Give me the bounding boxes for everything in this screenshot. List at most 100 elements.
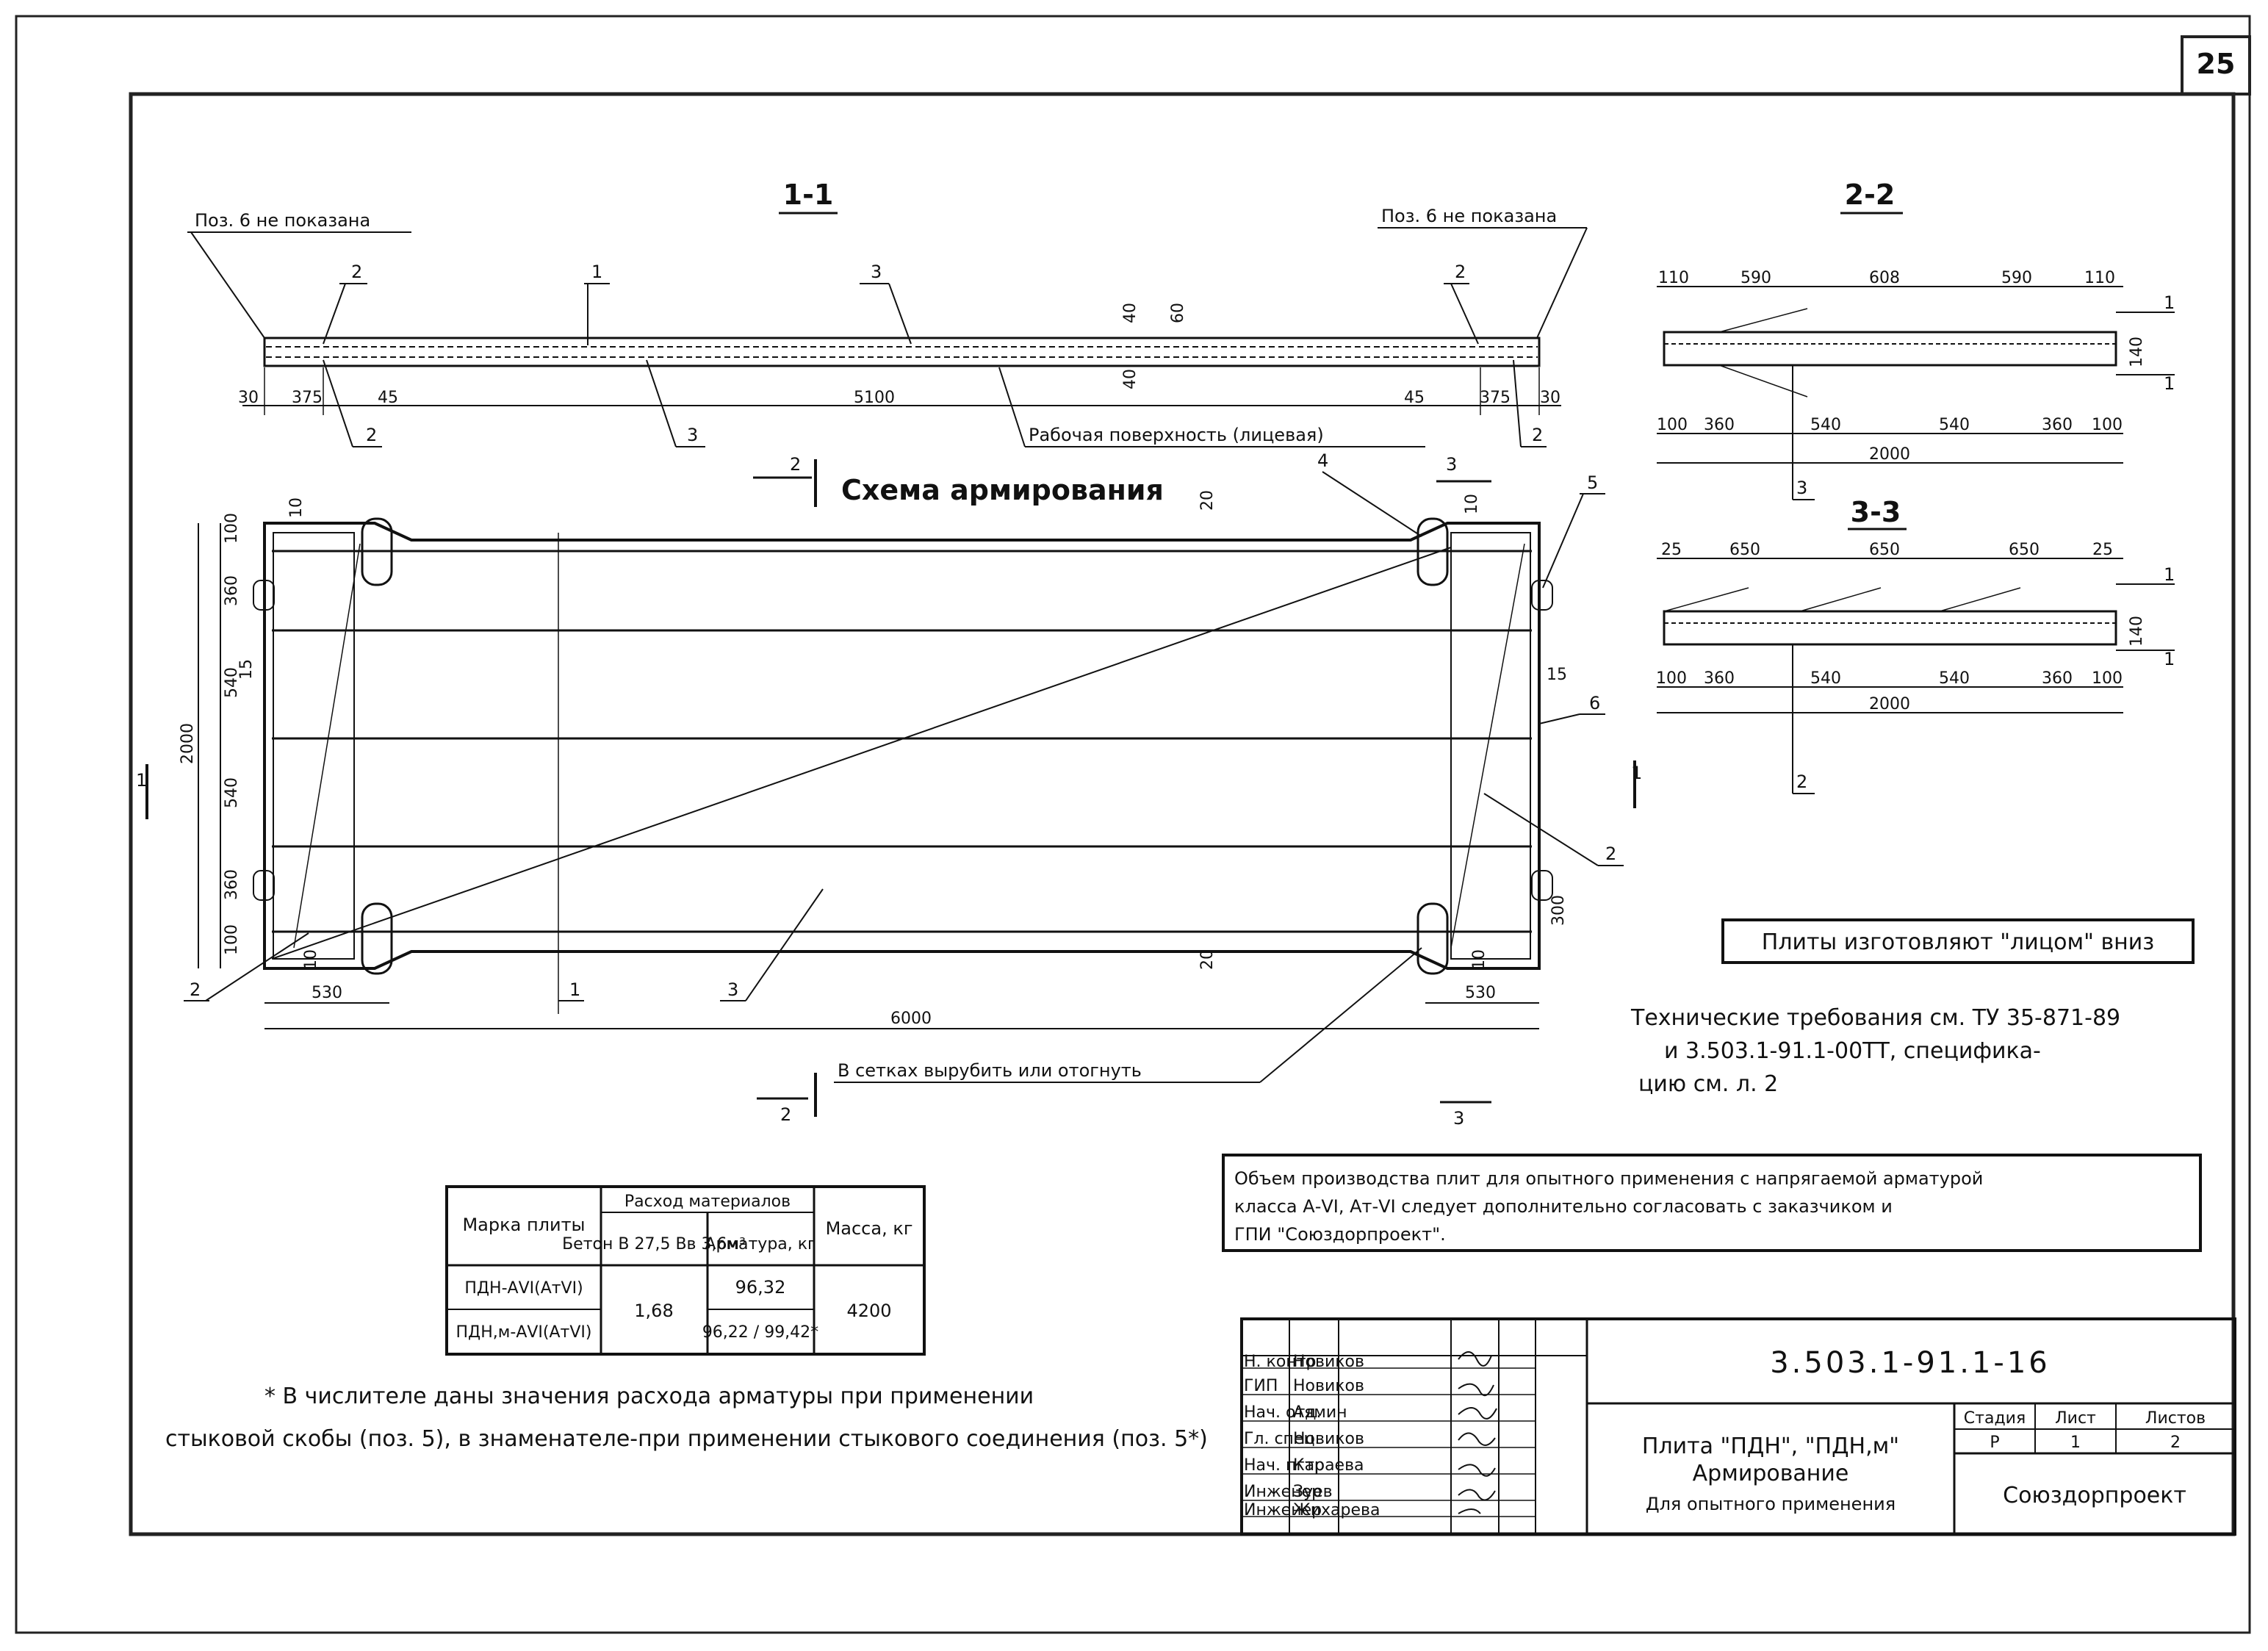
s33-bot-100-left: 100 [1656, 669, 1687, 688]
plan-dim-6000: 6000 [890, 1010, 932, 1028]
s33-top-650-a: 650 [1729, 541, 1760, 559]
name-1: Новиков [1293, 1377, 1364, 1395]
role-2: Нач. отд. [1244, 1403, 1322, 1422]
mass-value: 4200 [846, 1301, 891, 1321]
plan-small-dim-15-left: 15 [237, 659, 256, 680]
sheet-value: 1 [2070, 1434, 2081, 1452]
plan-dim-360-bottom: 360 [223, 869, 241, 900]
signature-2 [1458, 1407, 1497, 1446]
plan-pos-3: 3 [727, 979, 738, 1000]
boxed-note-frame [1721, 918, 2195, 964]
outer-border [15, 15, 2251, 1634]
s33-bot-540-a: 540 [1810, 669, 1841, 688]
dim-30-left: 30 [238, 389, 259, 407]
plan-dim-360-top: 360 [223, 575, 241, 606]
plan-dim-100-bottom: 100 [223, 924, 241, 955]
s33-pos-1-bottom: 1 [2164, 649, 2175, 669]
pos-2-b: 2 [1455, 262, 1466, 282]
col-rebar: Арматура, кг [705, 1235, 816, 1253]
s22-top-110-left: 110 [1658, 269, 1689, 287]
plan-dim-530-right: 530 [1465, 984, 1496, 1002]
slab-outline [263, 522, 1541, 970]
dim-40-bottom: 40 [1121, 369, 1140, 389]
s33-top-25-right: 25 [2092, 541, 2113, 559]
section-3-3-title: 3-3 [1851, 496, 1901, 528]
plan-cut-note: В сетках вырубить или отогнуть [838, 1060, 1142, 1081]
plan-small-dim-10-a: 10 [287, 497, 306, 518]
cut-mark-1-left: 1 [136, 770, 147, 791]
section-1-1-title: 1-1 [783, 179, 834, 211]
cut-mark-3-bottom: 3 [1453, 1108, 1464, 1129]
dim-45-right: 45 [1404, 389, 1425, 407]
col-mass: Масса, кг [826, 1218, 913, 1239]
plan-small-dim-20-bottom: 20 [1198, 949, 1217, 970]
cut-mark-2-top: 2 [790, 454, 801, 475]
signature-3 [1458, 1464, 1496, 1514]
plan-small-dim-10-b: 10 [302, 949, 320, 970]
organization: Союздорпроект [2003, 1483, 2186, 1508]
s22-pos-3: 3 [1796, 478, 1807, 498]
plan-title: Схема армирования [841, 474, 1164, 506]
name-5: Зуев [1293, 1483, 1333, 1501]
s33-top-25-left: 25 [1661, 541, 1682, 559]
doc-title-2: Армирование [1693, 1461, 1849, 1486]
role-6: Инженер [1244, 1501, 1322, 1519]
plan-pos-4: 4 [1317, 450, 1328, 471]
col-mark: Марка плиты [462, 1215, 585, 1235]
pos-1: 1 [591, 262, 602, 282]
cut-mark-3-top: 3 [1446, 454, 1457, 475]
section-1-1: 1-1 Поз. 6 не показана Поз. 6 не показан… [187, 179, 1588, 447]
volume-note-frame [1222, 1154, 2202, 1252]
plan-pos-5: 5 [1587, 472, 1598, 493]
row1-rebar: 96,32 [735, 1277, 786, 1298]
row2-mark: ПДН,м-АVI(АтVI) [456, 1323, 592, 1342]
dim-45-left: 45 [378, 389, 398, 407]
dim-60: 60 [1169, 303, 1187, 323]
doc-title-3: Для опытного применения [1646, 1494, 1896, 1514]
note-left: Поз. 6 не показана [195, 210, 370, 231]
page-number: 25 [2197, 48, 2236, 80]
name-2: Аямин [1293, 1403, 1347, 1422]
role-5: Инженер [1244, 1483, 1322, 1501]
s33-bot-100-right: 100 [2092, 669, 2123, 688]
col-group: Расход материалов [624, 1193, 791, 1211]
s33-pos-2: 2 [1796, 771, 1807, 792]
dim-375-left: 375 [292, 389, 323, 407]
page-number-box [2181, 35, 2251, 96]
role-0: Н. контр [1244, 1353, 1316, 1371]
pos-2-c: 2 [366, 425, 377, 445]
pos-3-top: 3 [871, 262, 882, 282]
plan-pos-2-right: 2 [1605, 844, 1616, 864]
cut-mark-1-right: 1 [1631, 763, 1642, 783]
pos-3-bottom: 3 [687, 425, 698, 445]
signature-1 [1458, 1351, 1494, 1397]
volume-note-line1: Объем производства плит для опытного при… [1234, 1168, 1983, 1189]
s22-bot-360-right: 360 [2042, 416, 2073, 434]
role-3: Гл. спец. [1244, 1430, 1320, 1448]
boxed-note: Плиты изготовляют "лицом" вниз [1762, 929, 2154, 955]
materials-table: Марка плиты Расход материалов Бетон В 27… [445, 1185, 926, 1356]
sheets-value: 2 [2170, 1434, 2181, 1452]
s22-total: 2000 [1869, 445, 1910, 464]
plan-dim-530-left: 530 [312, 984, 342, 1002]
s22-top-110-right: 110 [2084, 269, 2115, 287]
plan-small-dim-20-top: 20 [1198, 490, 1217, 511]
plan-pos-2-left: 2 [190, 979, 201, 1000]
s22-pos-1-bottom: 1 [2164, 373, 2175, 394]
name-4: Караева [1293, 1456, 1364, 1475]
plan-dim-540-b: 540 [223, 777, 241, 808]
plan-small-dim-10-c: 10 [1463, 494, 1481, 514]
s22-pos-1-top: 1 [2164, 292, 2175, 313]
s33-bot-360-right: 360 [2042, 669, 2073, 688]
plan-pos-1: 1 [569, 979, 580, 1000]
s33-bot-540-b: 540 [1939, 669, 1970, 688]
s22-thickness: 140 [2128, 337, 2146, 367]
section-3-3: 3-3 25 650 650 650 25 100 360 540 540 36… [1656, 496, 2175, 794]
sheet-header: Лист [2055, 1409, 2096, 1428]
s33-bot-360-left: 360 [1704, 669, 1735, 688]
tech-req-line3: цию см. л. 2 [1638, 1071, 1778, 1097]
s22-bot-540-b: 540 [1939, 416, 1970, 434]
s22-bot-360-left: 360 [1704, 416, 1735, 434]
section-2-2-title: 2-2 [1845, 179, 1896, 211]
